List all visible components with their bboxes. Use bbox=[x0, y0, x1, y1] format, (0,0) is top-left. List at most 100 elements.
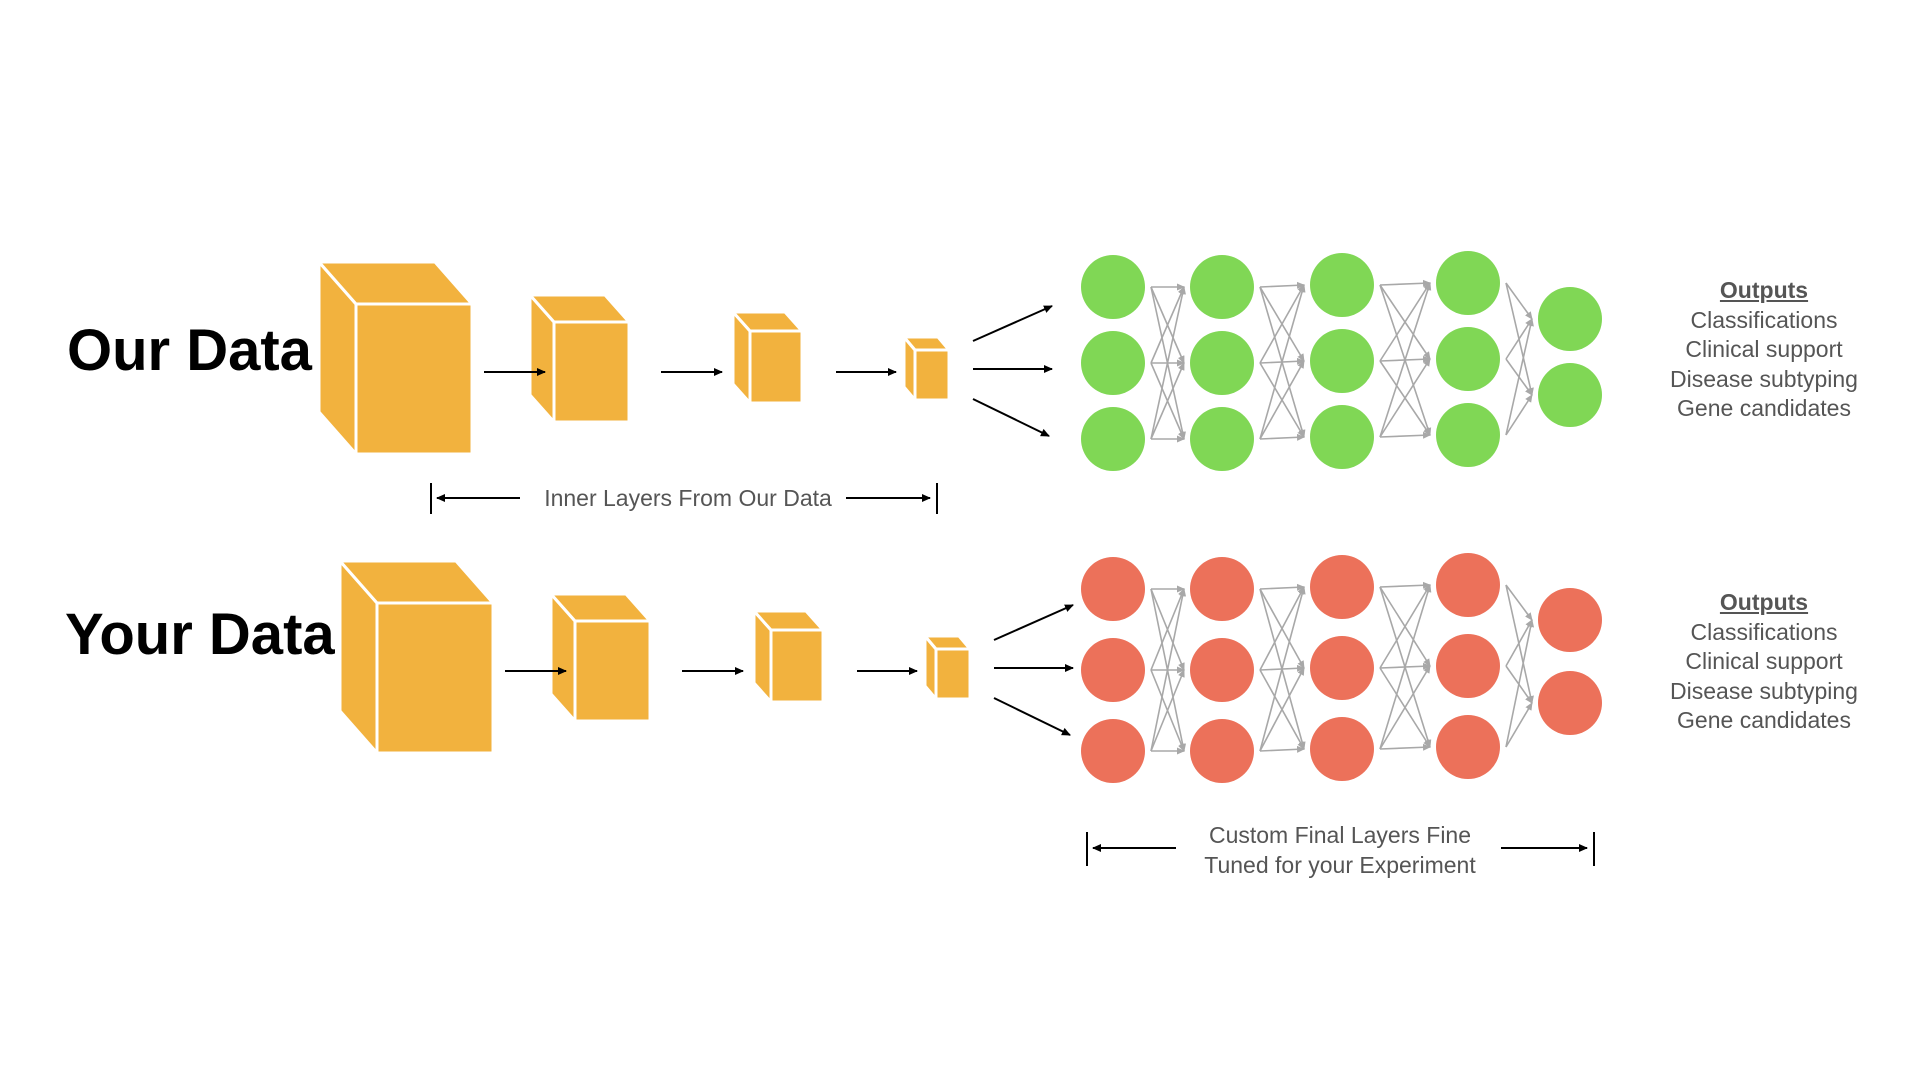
network-connection bbox=[1150, 588, 1187, 752]
custom-label-line-2: Tuned for your Experiment bbox=[1204, 851, 1476, 878]
network-connection bbox=[1379, 665, 1431, 750]
network-connection bbox=[1259, 281, 1305, 289]
network-node bbox=[1190, 557, 1254, 621]
inner-layers-label: Inner Layers From Our Data bbox=[544, 485, 832, 511]
network-node bbox=[1081, 331, 1145, 395]
network-node bbox=[1436, 553, 1500, 617]
layer-block-front bbox=[748, 329, 804, 405]
layer-block-front bbox=[769, 628, 825, 704]
outputs-list-our: Outputs Classifications Clinical support… bbox=[1624, 276, 1904, 424]
layer-block-front bbox=[354, 302, 474, 456]
network-connection bbox=[1259, 360, 1305, 440]
network-connection bbox=[1379, 282, 1431, 362]
outputs-list-your: Outputs Classifications Clinical support… bbox=[1624, 588, 1904, 736]
layer-block bbox=[338, 559, 495, 755]
network-node bbox=[1310, 636, 1374, 700]
output-item: Classifications bbox=[1690, 306, 1838, 333]
layer-block bbox=[731, 310, 804, 405]
network-connection bbox=[1259, 745, 1305, 753]
layer-block-top bbox=[923, 634, 972, 651]
network-node bbox=[1190, 638, 1254, 702]
layer-block bbox=[317, 260, 474, 456]
network-connection bbox=[1259, 586, 1305, 671]
custom-final-layers-label: Custom Final Layers Fine Tuned for your … bbox=[1180, 821, 1500, 880]
network-connection bbox=[1505, 619, 1535, 748]
network-node bbox=[1190, 255, 1254, 319]
layer-block-top bbox=[902, 335, 951, 352]
network-connection bbox=[1259, 667, 1305, 752]
network-connection bbox=[1150, 286, 1186, 440]
output-item: Disease subtyping bbox=[1670, 677, 1858, 704]
layer-block-front bbox=[573, 619, 652, 723]
network-node bbox=[1436, 715, 1500, 779]
output-item: Clinical support bbox=[1685, 648, 1843, 674]
network-connection bbox=[1379, 358, 1431, 438]
network-connection bbox=[1259, 583, 1305, 591]
network-connection bbox=[1379, 279, 1431, 287]
network-connection bbox=[1150, 588, 1185, 671]
output-item: Clinical support bbox=[1685, 336, 1843, 362]
layer-block-top bbox=[528, 293, 631, 324]
row-title-our-data: Our Data bbox=[67, 318, 312, 383]
network-connection bbox=[1379, 743, 1431, 751]
network-connection bbox=[1379, 584, 1431, 669]
outputs-heading: Outputs bbox=[1719, 589, 1809, 615]
network-node bbox=[1310, 555, 1374, 619]
network-node bbox=[1436, 634, 1500, 698]
row-your-data bbox=[338, 553, 1602, 783]
network-connection bbox=[1505, 318, 1534, 436]
layer-block bbox=[902, 335, 951, 402]
network-node bbox=[1081, 719, 1145, 783]
output-item: Disease subtyping bbox=[1670, 365, 1858, 392]
row-our-data bbox=[317, 251, 1602, 471]
custom-label-line-1: Custom Final Layers Fine bbox=[1208, 822, 1472, 848]
network-node bbox=[1310, 405, 1374, 469]
output-item: Classifications bbox=[1690, 618, 1838, 645]
network-node bbox=[1538, 671, 1602, 735]
network-node bbox=[1081, 557, 1145, 621]
network-connection bbox=[1259, 433, 1305, 441]
network-connection bbox=[1505, 702, 1533, 748]
fan-out-arrow bbox=[972, 398, 1050, 437]
layer-block-front bbox=[552, 320, 631, 424]
row-title-your-data: Your Data bbox=[65, 602, 335, 667]
network-connection bbox=[1379, 581, 1431, 589]
layer-block-top bbox=[317, 260, 474, 306]
layer-block-top bbox=[549, 592, 652, 623]
fan-out-arrow bbox=[972, 305, 1053, 342]
network-node bbox=[1436, 403, 1500, 467]
network-connection bbox=[1379, 584, 1432, 750]
network-node bbox=[1190, 719, 1254, 783]
network-node bbox=[1310, 329, 1374, 393]
layer-block-front bbox=[375, 601, 495, 755]
network-connection bbox=[1505, 282, 1533, 320]
network-connection bbox=[1150, 286, 1185, 364]
network-connection bbox=[1259, 284, 1306, 440]
network-node bbox=[1538, 363, 1602, 427]
network-node bbox=[1436, 251, 1500, 315]
network-connection bbox=[1259, 586, 1306, 752]
network-connection bbox=[1505, 394, 1533, 436]
network-node bbox=[1310, 253, 1374, 317]
network-node bbox=[1190, 407, 1254, 471]
fan-out-arrow bbox=[993, 697, 1071, 736]
layer-block bbox=[528, 293, 631, 424]
network-node bbox=[1310, 717, 1374, 781]
network-node bbox=[1081, 407, 1145, 471]
network-connection bbox=[1505, 619, 1533, 667]
layer-block bbox=[549, 592, 652, 723]
output-item: Gene candidates bbox=[1677, 707, 1851, 733]
layer-block-top bbox=[731, 310, 804, 333]
bracket-annotations bbox=[430, 483, 1595, 866]
network-connection bbox=[1150, 362, 1185, 440]
network-connection bbox=[1505, 584, 1533, 621]
layer-block bbox=[752, 609, 825, 704]
network-connection bbox=[1379, 431, 1431, 439]
layer-block-top bbox=[752, 609, 825, 632]
network-node bbox=[1190, 331, 1254, 395]
network-node bbox=[1538, 287, 1602, 351]
network-node bbox=[1081, 255, 1145, 319]
outputs-heading: Outputs bbox=[1719, 277, 1809, 303]
layer-block bbox=[923, 634, 972, 701]
